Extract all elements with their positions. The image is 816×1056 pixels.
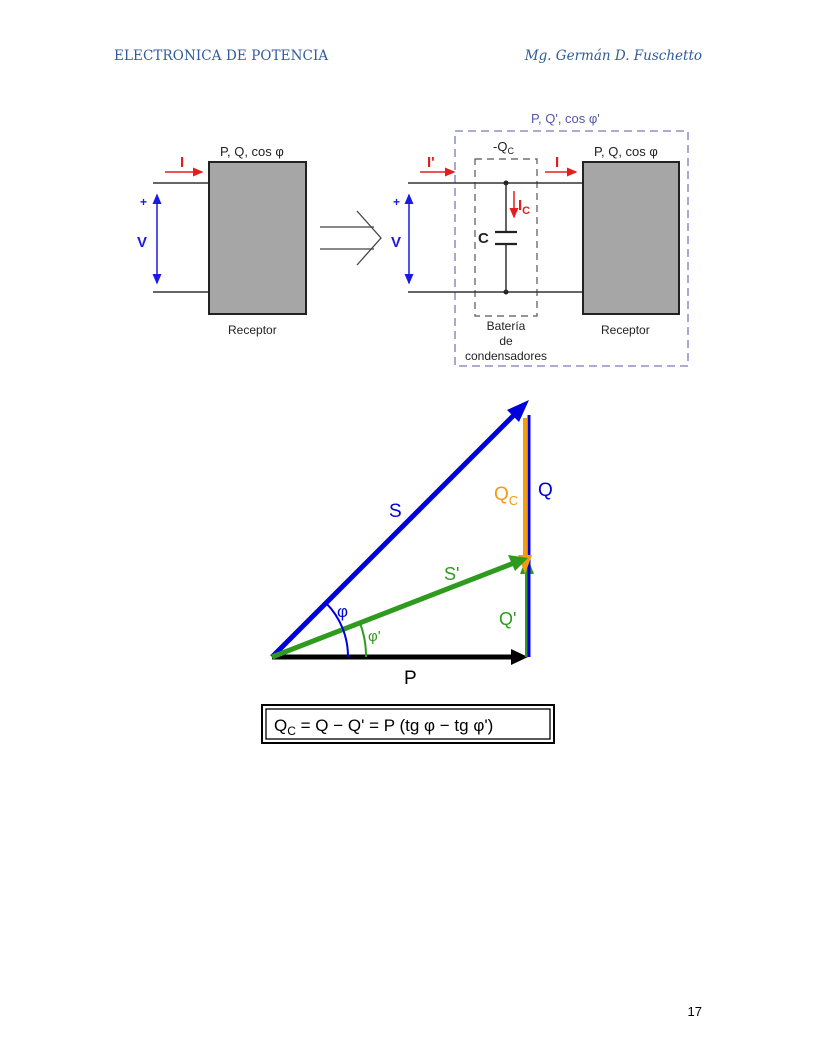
receptor-box-left xyxy=(208,161,307,315)
q-prime-label: Q' xyxy=(499,609,516,629)
phi-label: φ xyxy=(337,602,348,621)
phasor-diagram: S S' Q QC Q' P φ φ' xyxy=(270,400,553,689)
formula-box: QC = Q − Q' = P (tg φ − tg φ') xyxy=(261,704,555,744)
receptor-label-left: Receptor xyxy=(228,323,277,337)
power-label-right: P, Q, cos φ xyxy=(594,144,658,159)
receptor-box-right xyxy=(582,161,680,315)
bank-label-1: Batería xyxy=(487,319,526,333)
q-label: Q xyxy=(538,480,553,501)
current-out-label: I xyxy=(555,154,559,171)
ic-label: IC xyxy=(518,197,530,217)
power-label-left: P, Q, cos φ xyxy=(220,144,284,159)
neg-qc-label: -QC xyxy=(493,139,514,156)
s-prime-vector xyxy=(271,560,515,660)
plus-sign-right: + xyxy=(393,195,400,209)
implies-arrow xyxy=(320,210,382,266)
s-prime-label: S' xyxy=(444,564,459,584)
bank-label-2: de xyxy=(499,334,513,348)
voltage-label-right: V xyxy=(391,234,401,251)
receptor-label-right: Receptor xyxy=(601,323,650,337)
current-label-left: I xyxy=(180,154,184,171)
p-label: P xyxy=(404,668,417,689)
header-title: ELECTRONICA DE POTENCIA xyxy=(114,48,329,64)
outer-box-label: P, Q', cos φ' xyxy=(531,111,600,126)
current-in-label: I' xyxy=(427,154,435,171)
header-author: Mg. Germán D. Fuschetto xyxy=(524,48,702,64)
s-vector xyxy=(270,410,519,659)
left-circuit: I P, Q, cos φ + V Receptor xyxy=(137,144,307,337)
phi-prime-arc xyxy=(359,622,368,658)
right-circuit: P, Q', cos φ' -QC C IC I' I P, Q, cos φ … xyxy=(391,111,689,367)
voltage-label-left: V xyxy=(137,234,147,251)
formula-text: QC = Q − Q' = P (tg φ − tg φ') xyxy=(274,716,493,738)
capacitor-bank-box xyxy=(474,158,538,317)
s-label: S xyxy=(389,501,402,522)
page-number: 17 xyxy=(687,1004,702,1019)
plus-sign-left: + xyxy=(140,195,147,209)
phi-arc xyxy=(325,602,350,658)
bank-label-3: condensadores xyxy=(465,349,547,363)
qc-label: QC xyxy=(494,484,518,508)
phi-prime-label: φ' xyxy=(368,628,381,645)
capacitor-label: C xyxy=(478,230,489,247)
